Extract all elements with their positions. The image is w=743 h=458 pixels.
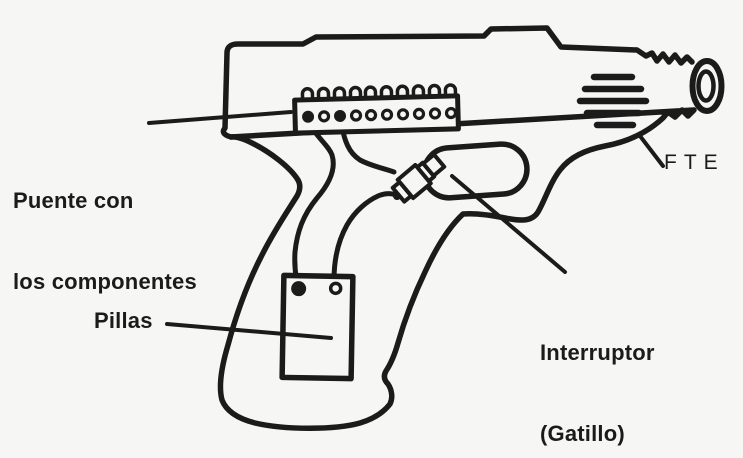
battery-terminal-left xyxy=(291,281,307,297)
trigger-label-line2: (Gatillo) xyxy=(540,421,625,446)
wire-battery-to-switch xyxy=(331,191,399,283)
bridge-label-line2: los componentes xyxy=(13,269,197,294)
leader-lines xyxy=(147,110,665,340)
terminal-holes xyxy=(302,106,458,123)
leader-bridge xyxy=(147,110,293,125)
trigger-label: Interruptor (Gatillo) xyxy=(540,285,655,458)
terminal-loops xyxy=(300,83,458,100)
gun-body-bottom-and-grip-outline xyxy=(217,107,697,431)
battery-terminal-right xyxy=(328,281,343,296)
terminal-strip xyxy=(292,83,461,136)
nozzle-opening xyxy=(696,69,716,103)
gun-body-top-outline xyxy=(220,25,695,140)
leader-fte xyxy=(638,134,665,168)
leader-pillas xyxy=(165,322,333,340)
wires xyxy=(292,116,399,285)
nozzle-outer-rim xyxy=(689,58,725,114)
bridge-label-line1: Puente con xyxy=(13,188,134,213)
leader-trigger xyxy=(450,174,567,274)
bridge-label: Puente con los componentes xyxy=(13,133,197,349)
battery xyxy=(279,272,356,382)
wire-strip-to-battery xyxy=(292,116,336,285)
wire-strip-to-switch xyxy=(338,118,397,175)
fte-label: FTE xyxy=(664,151,725,174)
trigger-label-line1: Interruptor xyxy=(540,340,655,365)
vent-slots xyxy=(576,73,650,129)
trigger-switch xyxy=(390,152,447,204)
batteries-label: Pillas xyxy=(94,308,153,333)
